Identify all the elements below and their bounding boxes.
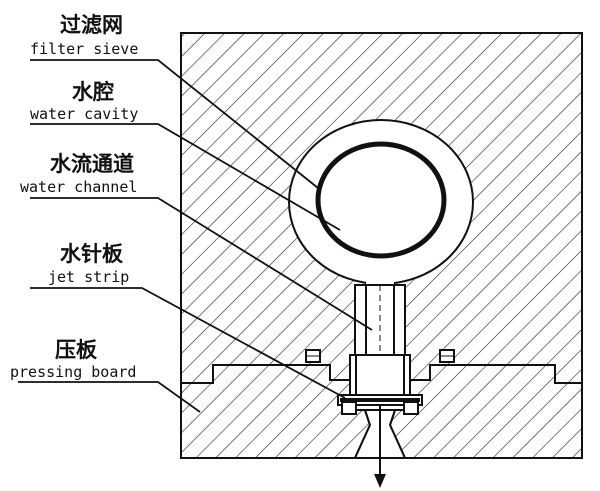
bolt-right bbox=[439, 349, 455, 363]
leader-filter-sieve bbox=[30, 59, 319, 189]
label-filter-sieve-en: filter sieve bbox=[30, 40, 139, 58]
pressing-board bbox=[180, 364, 583, 459]
bolt-left bbox=[305, 349, 321, 363]
label-jet-strip-zh: 水针板 bbox=[60, 241, 123, 266]
label-water-cavity-zh: 水腔 bbox=[72, 79, 114, 104]
water-cavity bbox=[315, 141, 447, 259]
label-water-channel-zh: 水流通道 bbox=[50, 151, 134, 176]
label-jet-strip-en: jet strip bbox=[48, 268, 130, 286]
water-channel bbox=[355, 284, 405, 396]
washer-right bbox=[403, 401, 419, 415]
leader-water-channel bbox=[30, 197, 373, 331]
jet-output-arrow bbox=[374, 405, 386, 488]
leader-water-cavity bbox=[30, 123, 341, 231]
label-pressing-board-en: pressing board bbox=[10, 363, 137, 381]
leader-pressing-board bbox=[18, 381, 201, 413]
label-water-channel-en: water channel bbox=[20, 178, 138, 196]
label-pressing-board-zh: 压板 bbox=[55, 337, 97, 362]
label-water-cavity-en: water cavity bbox=[30, 105, 139, 123]
leader-jet-strip bbox=[30, 287, 346, 399]
washer-left bbox=[341, 401, 357, 415]
label-filter-sieve-zh: 过滤网 bbox=[60, 12, 123, 37]
